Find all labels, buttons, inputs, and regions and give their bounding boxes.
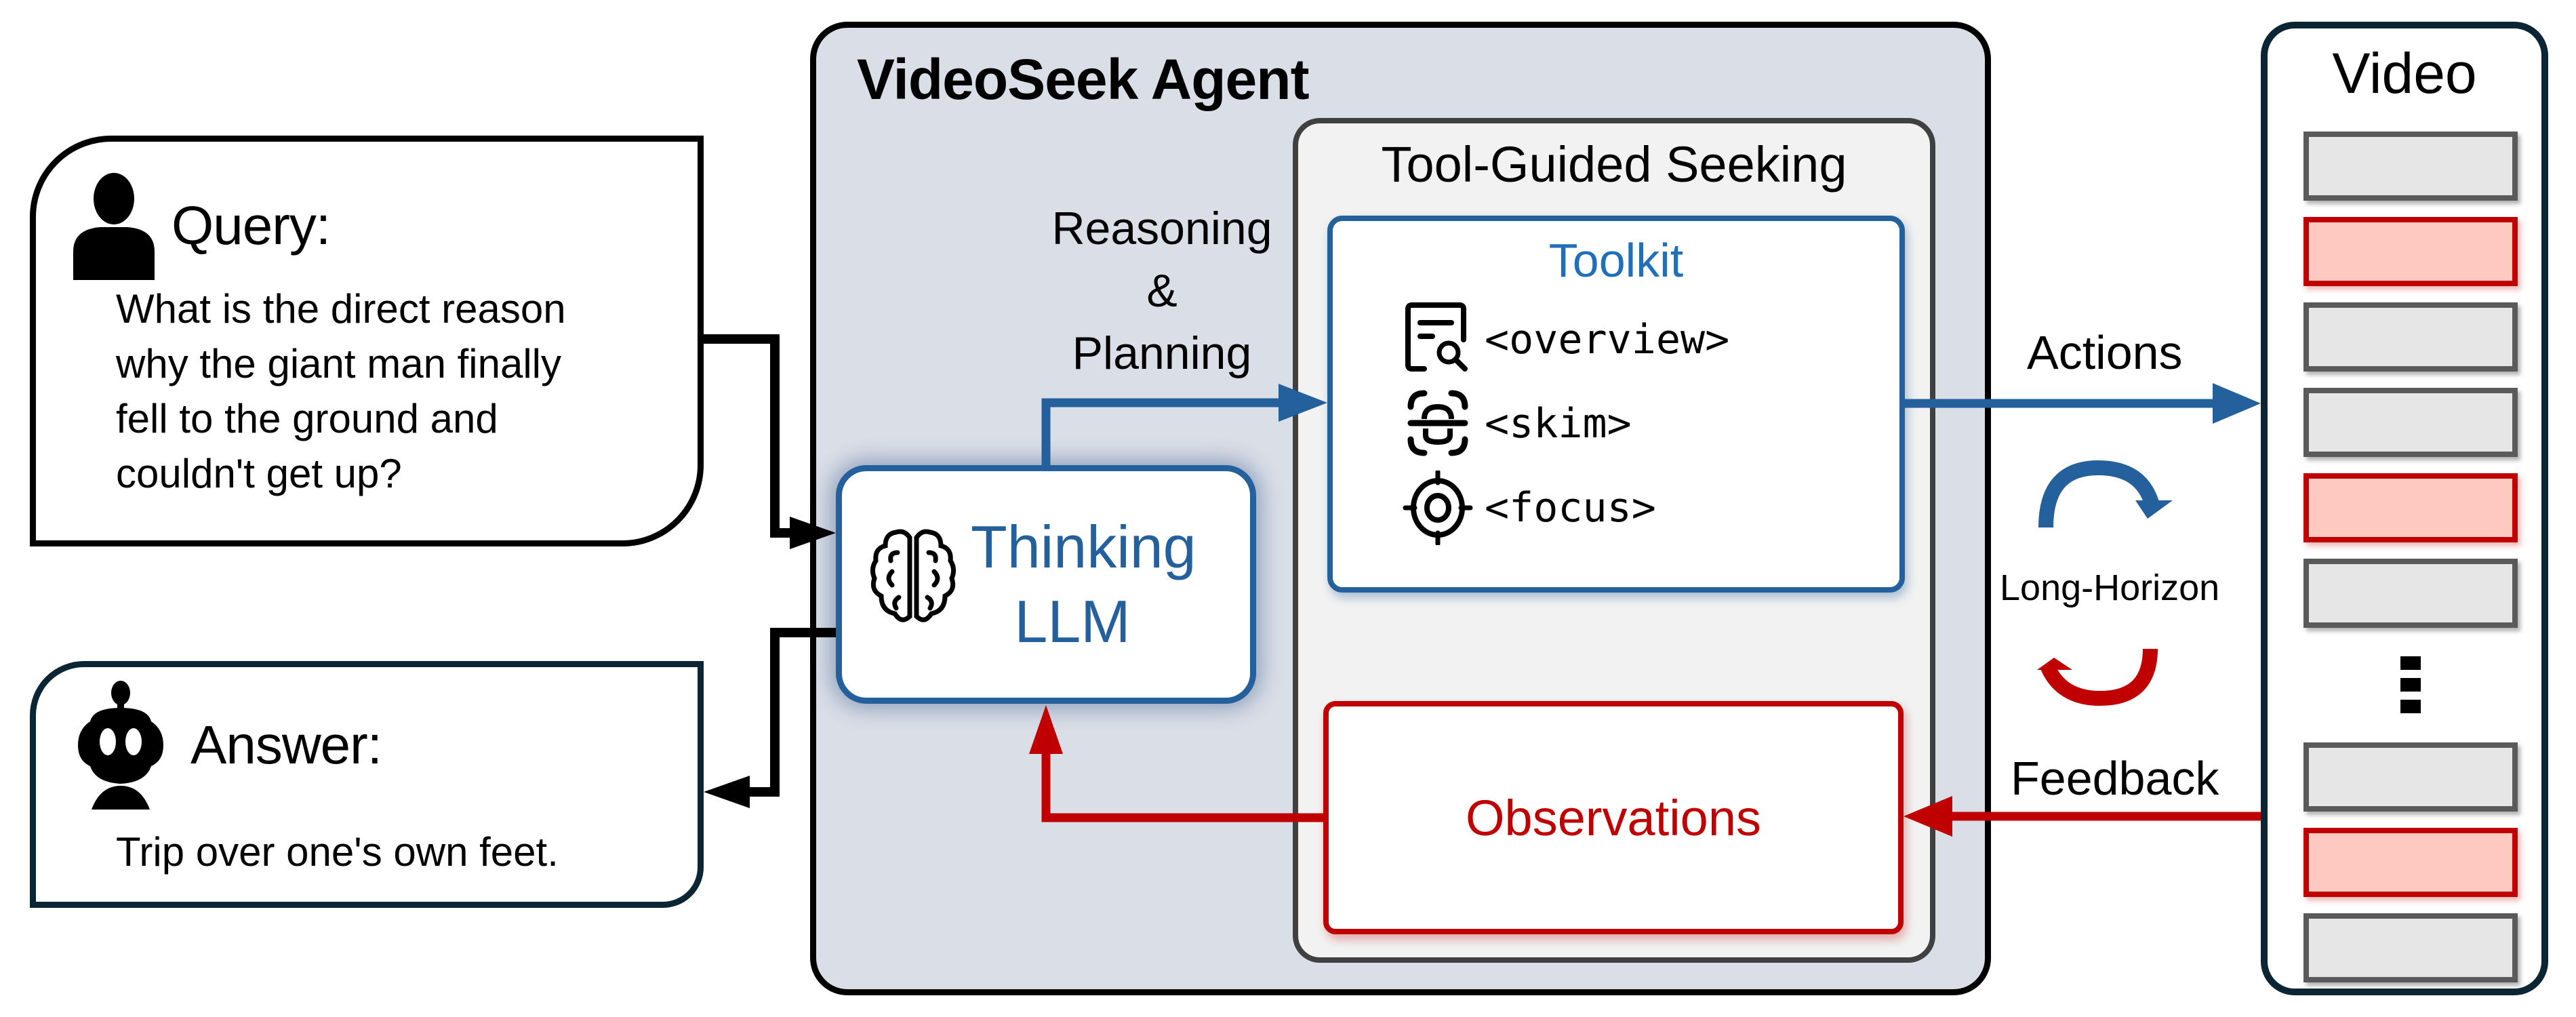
query-text: What is the direct reason why the giant … — [116, 281, 566, 501]
observations-box: Observations — [1323, 701, 1904, 934]
query-line: couldn't get up? — [116, 451, 402, 496]
llm-line2: LLM — [1014, 588, 1131, 655]
tool-label: <focus> — [1485, 484, 1656, 532]
ellipsis-dot — [2400, 700, 2421, 713]
planning-text: Planning — [1072, 327, 1252, 379]
tool-guided-title: Tool-Guided Seeking — [1381, 136, 1847, 193]
query-line: What is the direct reason — [116, 286, 566, 332]
video-frame — [2303, 388, 2518, 457]
cycle-arrow-red-icon — [2037, 648, 2158, 706]
toolkit-panel: Toolkit <overview> <skim> — [1327, 216, 1905, 593]
video-panel: Video — [2261, 22, 2548, 995]
tool-label: <skim> — [1485, 400, 1632, 447]
video-frame — [2303, 742, 2518, 812]
robot-icon — [78, 681, 163, 810]
cycle-arrow-blue-icon — [2038, 460, 2173, 528]
query-to-llm-arrow — [704, 334, 800, 538]
tool-skim[interactable]: <skim> — [1401, 386, 1632, 461]
thinking-llm-box: Thinking LLM — [836, 465, 1256, 704]
llm-to-answer-arrowhead — [704, 776, 750, 808]
observations-label: Observations — [1466, 789, 1761, 846]
video-title: Video — [2332, 41, 2477, 105]
answer-header: Answer: — [63, 681, 382, 810]
ampersand-text: & — [1146, 265, 1178, 317]
video-frame — [2303, 132, 2518, 201]
document-search-icon — [1405, 302, 1468, 372]
tool-label: <overview> — [1485, 316, 1730, 363]
tool-overview[interactable]: <overview> — [1401, 302, 1729, 377]
video-frame — [2303, 559, 2518, 628]
answer-box: Answer: Trip over one's own feet. — [30, 661, 704, 908]
answer-label: Answer: — [190, 715, 382, 775]
query-box: Query: What is the direct reason why the… — [30, 136, 704, 546]
ellipsis-dot — [2400, 678, 2421, 692]
llm-line1: Thinking — [971, 513, 1196, 580]
answer-text: Trip over one's own feet. — [116, 829, 559, 875]
ellipsis-icon — [2400, 656, 2421, 721]
query-line: fell to the ground and — [116, 396, 498, 441]
query-header: Query: — [70, 172, 331, 280]
actions-label: Actions — [2027, 326, 2183, 379]
reasoning-planning-label: Reasoning & Planning — [1013, 197, 1311, 384]
scan-icon — [1407, 390, 1468, 456]
query-label: Query: — [172, 195, 331, 256]
target-icon — [1403, 471, 1473, 545]
reasoning-text: Reasoning — [1051, 203, 1272, 254]
long-horizon-label: Long-Horizon — [2000, 567, 2220, 608]
actions-arrowhead — [2213, 383, 2261, 424]
video-frame — [2303, 913, 2518, 982]
tool-focus[interactable]: <focus> — [1401, 471, 1656, 545]
video-frame-highlighted — [2303, 473, 2518, 542]
query-line: why the giant man finally — [116, 341, 562, 386]
agent-title: VideoSeek Agent — [857, 47, 1310, 111]
ellipsis-dot — [2400, 656, 2421, 670]
brain-icon — [870, 529, 957, 622]
feedback-label: Feedback — [2011, 752, 2219, 805]
person-icon — [73, 173, 155, 280]
video-frame-highlighted — [2303, 217, 2518, 286]
video-frame-highlighted — [2303, 828, 2518, 897]
toolkit-title: Toolkit — [1548, 234, 1684, 287]
video-frame — [2303, 302, 2518, 372]
